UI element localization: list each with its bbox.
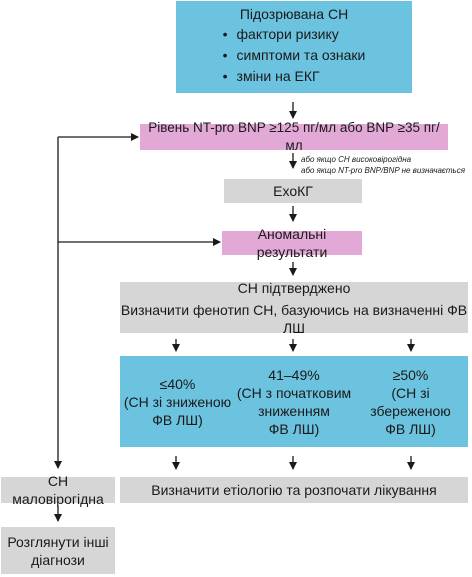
abnormal-results-text: Аномальні результати — [256, 226, 328, 260]
list-item: зміни на ЕКГ — [223, 67, 366, 85]
list-item: фактори ризику — [223, 25, 366, 43]
treatment-box: Визначити етіологію та розпочати лікуван… — [120, 477, 468, 503]
ef-label: (СН з початковим — [236, 384, 352, 401]
treatment-text: Визначити етіологію та розпочати лікуван… — [151, 482, 437, 498]
hf-confirmed-title: СН підтверджено — [237, 279, 351, 296]
echo-text: ЕхоКГ — [273, 183, 313, 199]
phenotype-instruction: Визначити фенотип СН, базуючись на визна… — [120, 301, 468, 336]
phenotype-preserved: ≥50% (СН зі збереженою ФВ ЛШ) — [353, 367, 468, 437]
suspected-hf-title: Підозрювана СН — [239, 6, 349, 22]
suspected-hf-list: фактори ризику симптоми та ознаки зміни … — [223, 25, 366, 88]
ef-value: 41–49% — [268, 366, 320, 383]
phenotype-reduced: ≤40% (СН зі зниженою ФВ ЛШ) — [120, 370, 235, 434]
note-bnp-unavailable: або якщо NT-pro BNP/BNP не визначається — [301, 166, 466, 175]
ef-label: ФВ ЛШ) — [385, 421, 436, 437]
suspected-hf-box: Підозрювана СН фактори ризику симптоми т… — [176, 1, 412, 93]
phenotype-panel — [120, 356, 468, 447]
ef-label: (СН зі зниженою — [123, 394, 232, 410]
ef-label: ФВ ЛШ) — [152, 412, 203, 428]
other-diagnoses-line2: діагнози — [31, 551, 85, 568]
ef-label: ФВ ЛШ) — [268, 420, 320, 437]
hf-unlikely-text: СН маловірогідна — [12, 473, 104, 507]
list-item: симптоми та ознаки — [223, 46, 366, 64]
ef-value: ≤40% — [159, 376, 196, 392]
ef-label: (СН зі збереженою — [370, 385, 451, 419]
hf-confirmed-box: СН підтверджено Визначити фенотип СН, ба… — [120, 279, 468, 336]
ef-label: зниженням — [258, 402, 330, 419]
ef-value: ≥50% — [392, 367, 429, 383]
bnp-level-text: Рівень NT-pro BNP ≥125 пг/мл або BNP ≥35… — [148, 120, 440, 153]
other-diagnoses-line1: Розглянути інші — [7, 533, 109, 550]
hf-unlikely-box: СН маловірогідна — [1, 473, 115, 507]
echo-box: ЕхоКГ — [224, 179, 362, 203]
abnormal-results-box: Аномальні результати — [222, 226, 362, 260]
other-diagnoses-box: Розглянути інші діагнози — [1, 527, 115, 574]
phenotype-mildly-reduced: 41–49% (СН з початковим зниженням ФВ ЛШ) — [235, 356, 353, 447]
bnp-level-box: Рівень NT-pro BNP ≥125 пг/мл або BNP ≥35… — [140, 120, 448, 153]
note-hf-likely: або якщо СН високовірогідна — [301, 155, 412, 164]
